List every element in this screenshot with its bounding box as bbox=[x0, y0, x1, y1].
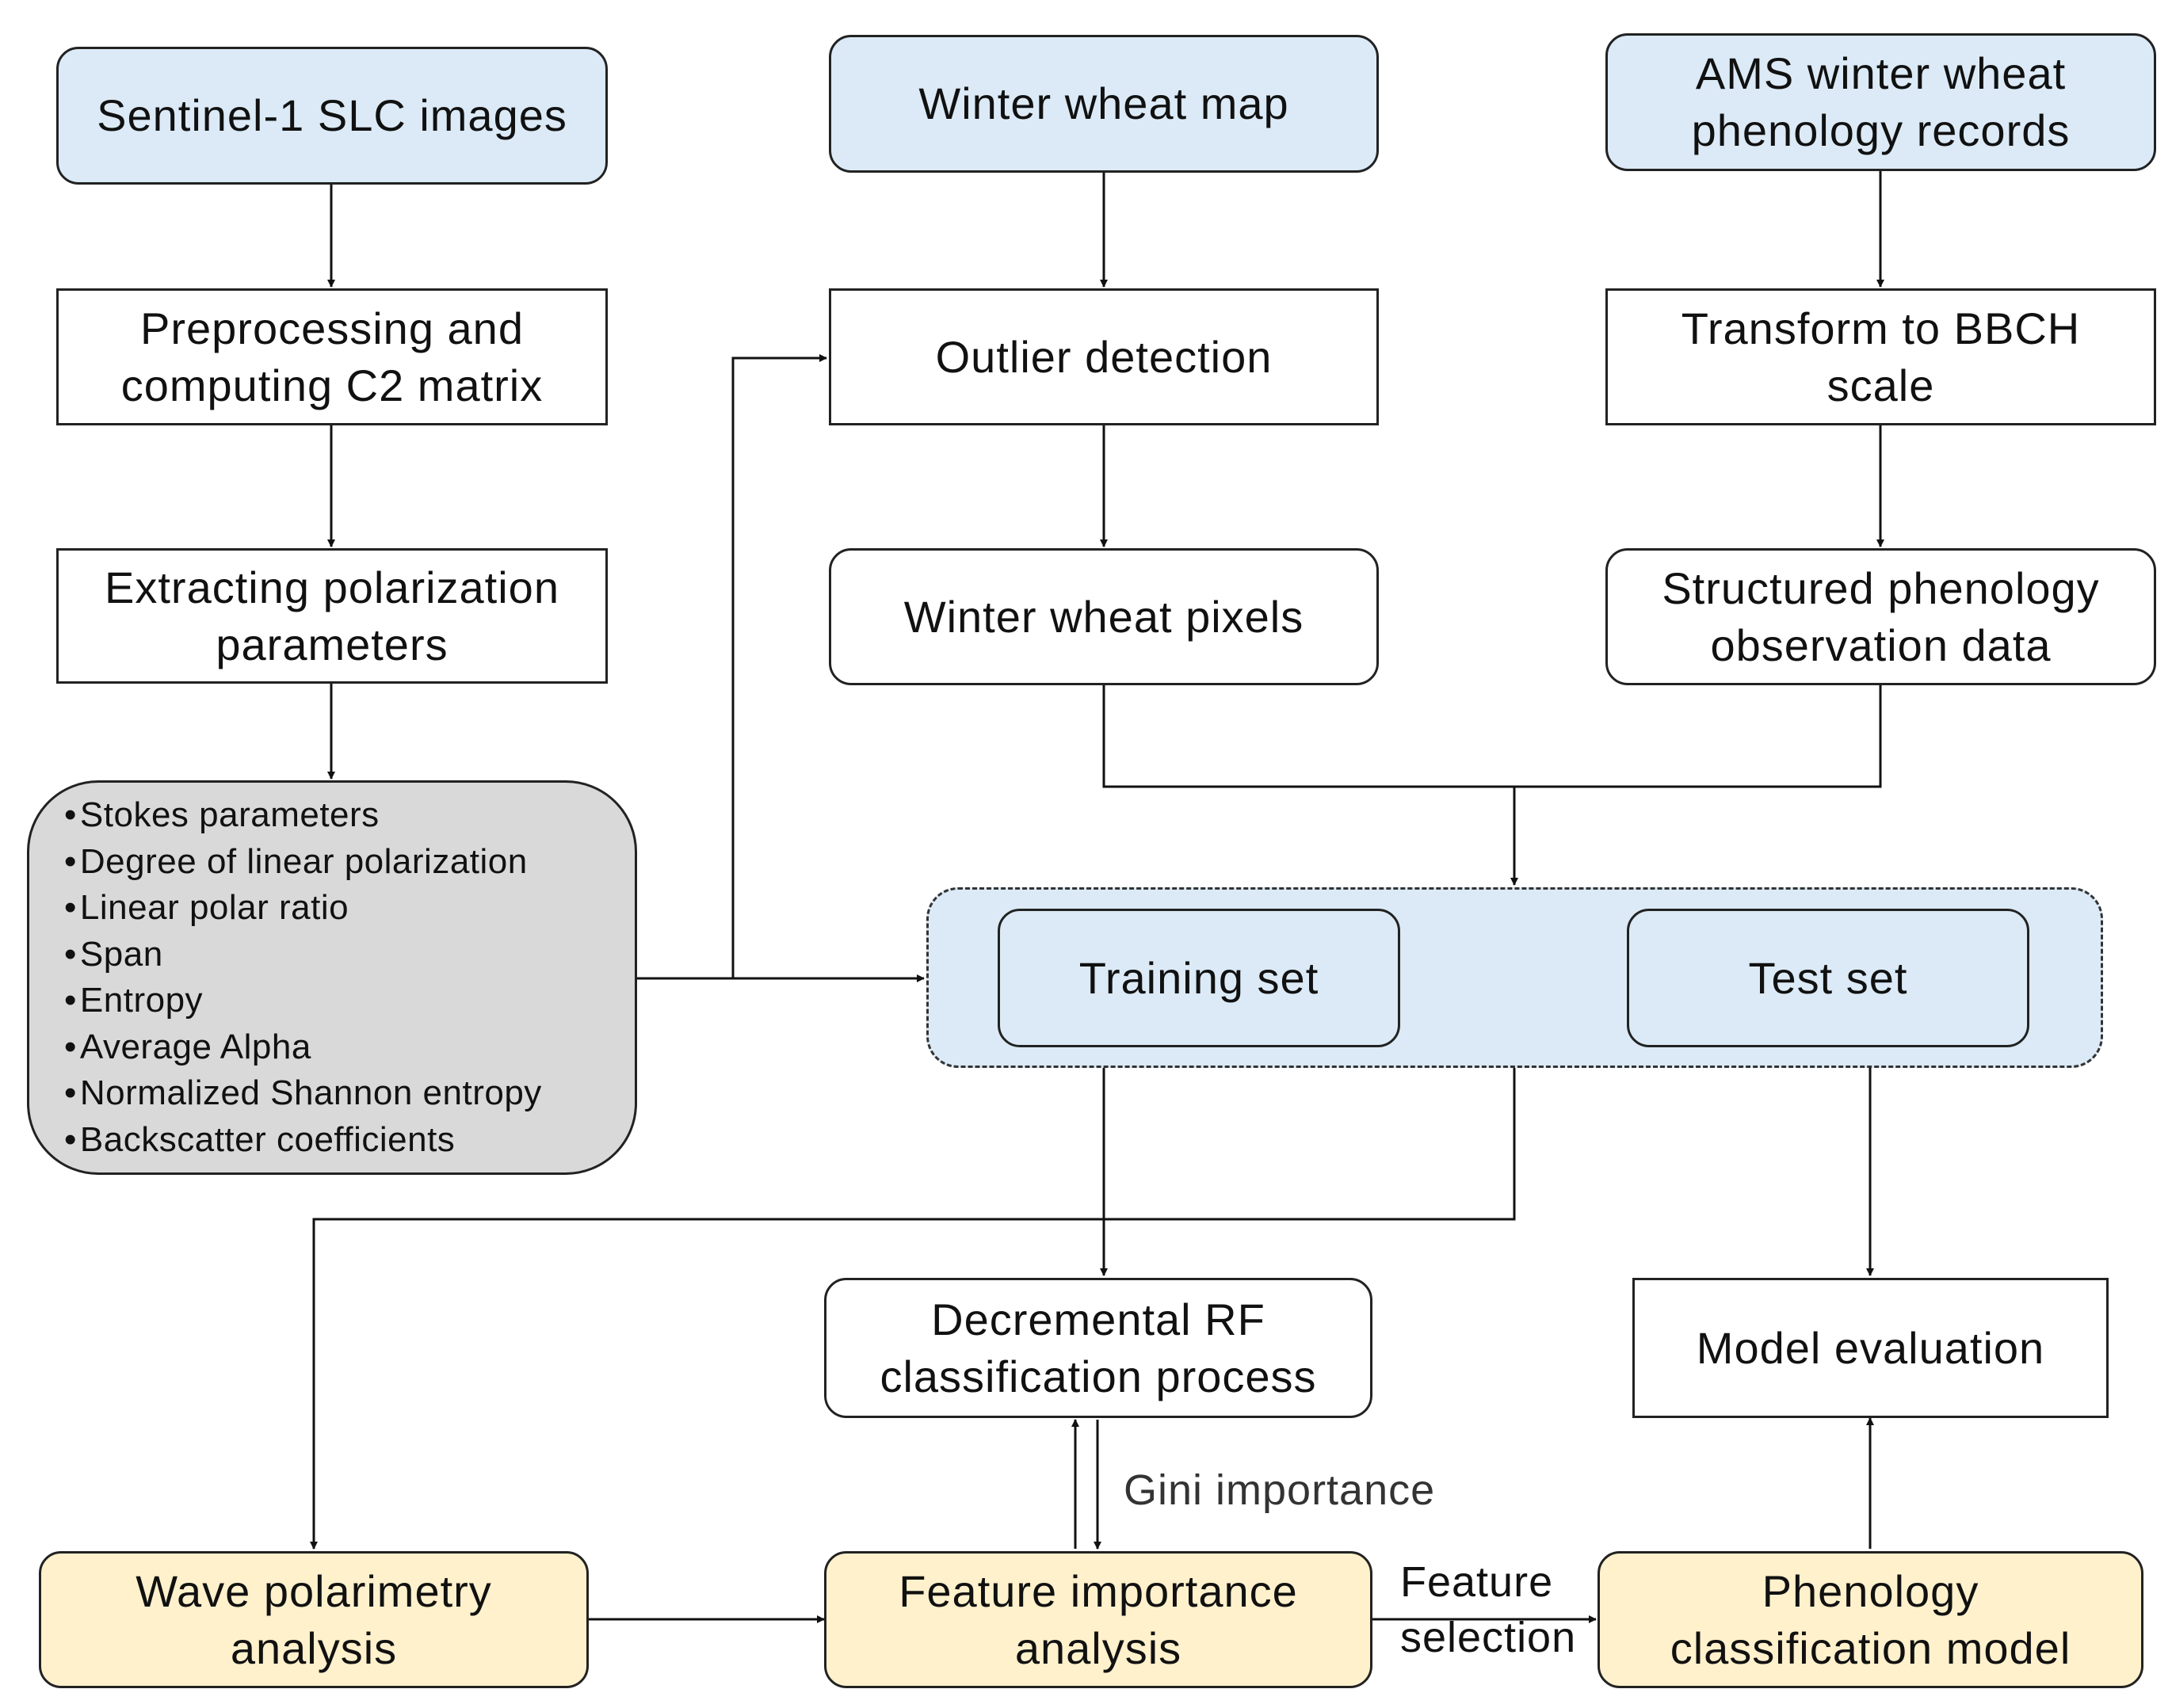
training-set-node: Training set bbox=[998, 909, 1400, 1047]
preprocessing-label: Preprocessing and computing C2 matrix bbox=[120, 303, 544, 410]
parameter-list: Stokes parameters Degree of linear polar… bbox=[64, 792, 542, 1163]
line-pixels-merge bbox=[1102, 685, 1514, 788]
sentinel-images-node: Sentinel-1 SLC images bbox=[56, 47, 608, 185]
decremental-rf-node: Decremental RF classification process bbox=[824, 1278, 1372, 1418]
parameter-item: Entropy bbox=[64, 978, 542, 1024]
phenology-model-label: Phenology classification model bbox=[1670, 1565, 2071, 1673]
gini-importance-label: Gini importance bbox=[1124, 1466, 1436, 1514]
line-structured-merge bbox=[1514, 685, 1882, 788]
structured-observation-label: Structured phenology observation data bbox=[1662, 562, 2100, 670]
outlier-detection-label: Outlier detection bbox=[935, 331, 1273, 382]
parameter-item: Normalized Shannon entropy bbox=[64, 1070, 542, 1117]
arrow-dataset-to-wave bbox=[310, 1068, 1516, 1550]
parameter-item: Backscatter coefficients bbox=[64, 1117, 542, 1164]
phenology-model-node: Phenology classification model bbox=[1598, 1551, 2143, 1688]
parameter-item: Linear polar ratio bbox=[64, 885, 542, 932]
feature-importance-label: Feature importance analysis bbox=[899, 1565, 1298, 1673]
feature-importance-node: Feature importance analysis bbox=[824, 1551, 1372, 1688]
structured-observation-node: Structured phenology observation data bbox=[1605, 548, 2156, 685]
test-set-label: Test set bbox=[1748, 952, 1908, 1003]
parameter-item: Stokes parameters bbox=[64, 792, 542, 839]
ams-phenology-records-label: AMS winter wheat phenology records bbox=[1691, 48, 2071, 155]
winter-wheat-map-label: Winter wheat map bbox=[918, 78, 1289, 129]
winter-wheat-pixels-label: Winter wheat pixels bbox=[903, 591, 1304, 642]
parameter-item: Degree of linear polarization bbox=[64, 839, 542, 886]
sentinel-images-label: Sentinel-1 SLC images bbox=[97, 90, 567, 141]
bbch-transform-label: Transform to BBCH scale bbox=[1681, 303, 2081, 410]
arrow-parameters-to-outlier bbox=[731, 354, 827, 978]
polarization-parameters-node: Stokes parameters Degree of linear polar… bbox=[27, 780, 637, 1175]
wave-polarimetry-label: Wave polarimetry analysis bbox=[136, 1565, 492, 1673]
preprocessing-node: Preprocessing and computing C2 matrix bbox=[56, 288, 608, 425]
winter-wheat-map-node: Winter wheat map bbox=[829, 35, 1379, 173]
model-evaluation-node: Model evaluation bbox=[1632, 1278, 2109, 1418]
training-set-label: Training set bbox=[1078, 952, 1319, 1003]
parameter-item: Span bbox=[64, 932, 542, 978]
winter-wheat-pixels-node: Winter wheat pixels bbox=[829, 548, 1379, 685]
model-evaluation-label: Model evaluation bbox=[1696, 1322, 2045, 1373]
test-set-node: Test set bbox=[1627, 909, 2029, 1047]
extracting-parameters-label: Extracting polarization parameters bbox=[105, 562, 559, 669]
ams-phenology-records-node: AMS winter wheat phenology records bbox=[1605, 33, 2156, 171]
parameter-item: Average Alpha bbox=[64, 1024, 542, 1071]
decremental-rf-label: Decremental RF classification process bbox=[880, 1294, 1317, 1401]
bbch-transform-node: Transform to BBCH scale bbox=[1605, 288, 2156, 425]
wave-polarimetry-node: Wave polarimetry analysis bbox=[39, 1551, 589, 1688]
outlier-detection-node: Outlier detection bbox=[829, 288, 1379, 425]
feature-selection-label: Feature selection bbox=[1400, 1558, 1577, 1662]
extracting-parameters-node: Extracting polarization parameters bbox=[56, 548, 608, 684]
